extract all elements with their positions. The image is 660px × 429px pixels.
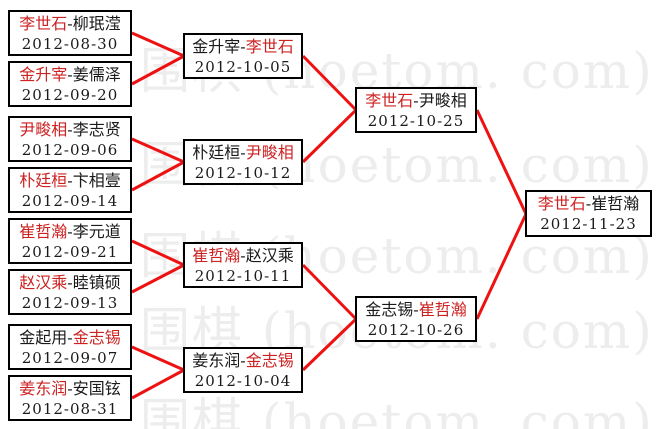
vs-dash: -	[67, 65, 73, 84]
match-box-semifinal-1: 李世石-尹畯相 2012-10-25	[355, 87, 477, 133]
player-name: 金起用	[19, 328, 68, 347]
player-name: 金志锡	[72, 328, 121, 347]
match-box-round1-6: 赵汉乘-睦镇硕 2012-09-13	[8, 269, 132, 315]
vs-dash: -	[585, 194, 592, 213]
player-name: 尹畯相	[19, 120, 68, 139]
match-date: 2012-09-13	[21, 294, 119, 312]
player-name: 卞相壹	[72, 171, 121, 190]
match-date: 2012-10-12	[194, 164, 292, 182]
player-name: 李世石	[19, 14, 68, 33]
player-name: 赵汉乘	[245, 246, 294, 265]
vs-dash: -	[67, 379, 73, 398]
vs-dash: -	[240, 246, 246, 265]
match-date: 2012-10-05	[194, 58, 292, 76]
match-box-round1-1: 李世石-柳珉滢 2012-08-30	[8, 10, 132, 56]
player-name: 李世石	[245, 37, 294, 56]
match-players: 朴廷桓-尹畯相	[185, 142, 301, 163]
match-box-round1-4: 朴廷桓-卞相壹 2012-09-14	[8, 167, 132, 213]
vs-dash: -	[240, 143, 246, 162]
player-name: 金志锡	[365, 300, 414, 319]
match-date: 2012-11-23	[540, 215, 637, 233]
match-box-round2-4: 姜东润-金志锡 2012-10-04	[183, 347, 303, 393]
vs-dash: -	[67, 273, 73, 292]
match-players: 朴廷桓-卞相壹	[10, 170, 130, 191]
player-name: 崔哲瀚	[19, 222, 68, 241]
vs-dash: -	[240, 37, 246, 56]
match-date: 2012-09-07	[21, 349, 119, 367]
player-name: 姜东润	[19, 379, 68, 398]
match-box-round1-5: 崔哲瀚-李元道 2012-09-21	[8, 218, 132, 264]
match-players: 李世石-柳珉滢	[10, 13, 130, 34]
player-name: 金升宰	[19, 65, 68, 84]
match-date: 2012-10-04	[194, 372, 292, 390]
match-players: 赵汉乘-睦镇硕	[10, 272, 130, 293]
player-name: 睦镇硕	[72, 273, 121, 292]
player-name: 李世石	[365, 91, 414, 110]
match-players: 崔哲瀚-李元道	[10, 221, 130, 242]
match-date: 2012-09-20	[21, 86, 119, 104]
player-name: 金升宰	[192, 37, 241, 56]
match-date: 2012-10-25	[367, 112, 465, 130]
match-players: 李世石-崔哲瀚	[527, 193, 650, 214]
match-players: 金升宰-姜儒泽	[10, 64, 130, 85]
player-name: 朴廷桓	[192, 143, 241, 162]
match-players: 金升宰-李世石	[185, 36, 301, 57]
vs-dash: -	[240, 351, 246, 370]
player-name: 崔哲瀚	[192, 246, 241, 265]
vs-dash: -	[413, 300, 419, 319]
match-box-round1-7: 金起用-金志锡 2012-09-07	[8, 324, 132, 370]
player-name: 赵汉乘	[19, 273, 68, 292]
watermark-text: 围棋 (hoetom. com)	[140, 393, 654, 429]
player-name: 李元道	[72, 222, 121, 241]
match-box-round2-2: 朴廷桓-尹畯相 2012-10-12	[183, 139, 303, 185]
match-date: 2012-09-06	[21, 141, 119, 159]
match-box-round2-3: 崔哲瀚-赵汉乘 2012-10-11	[183, 242, 303, 288]
match-players: 金志锡-崔哲瀚	[357, 299, 475, 320]
vs-dash: -	[67, 171, 73, 190]
match-box-round1-3: 尹畯相-李志贤 2012-09-06	[8, 116, 132, 162]
match-box-final: 李世石-崔哲瀚 2012-11-23	[525, 190, 652, 237]
match-players: 姜东润-安国铉	[10, 378, 130, 399]
match-date: 2012-08-31	[21, 400, 119, 418]
vs-dash: -	[67, 222, 73, 241]
player-name: 李世石	[537, 194, 586, 213]
match-box-round1-2: 金升宰-姜儒泽 2012-09-20	[8, 61, 132, 107]
match-players: 尹畯相-李志贤	[10, 119, 130, 140]
match-players: 李世石-尹畯相	[357, 90, 475, 111]
player-name: 崔哲瀚	[591, 194, 640, 213]
vs-dash: -	[67, 14, 73, 33]
match-date: 2012-09-21	[21, 243, 119, 261]
match-date: 2012-10-11	[194, 267, 292, 285]
player-name: 安国铉	[72, 379, 121, 398]
vs-dash: -	[67, 328, 73, 347]
player-name: 朴廷桓	[19, 171, 68, 190]
match-date: 2012-08-30	[21, 35, 119, 53]
vs-dash: -	[413, 91, 419, 110]
player-name: 柳珉滢	[72, 14, 121, 33]
player-name: 姜儒泽	[72, 65, 121, 84]
player-name: 金志锡	[245, 351, 294, 370]
match-players: 金起用-金志锡	[10, 327, 130, 348]
match-box-round2-1: 金升宰-李世石 2012-10-05	[183, 33, 303, 79]
match-box-round1-8: 姜东润-安国铉 2012-08-31	[8, 375, 132, 421]
player-name: 李志贤	[72, 120, 121, 139]
vs-dash: -	[67, 120, 73, 139]
player-name: 尹畯相	[418, 91, 467, 110]
match-date: 2012-10-26	[367, 321, 465, 339]
match-date: 2012-09-14	[21, 192, 119, 210]
match-players: 姜东润-金志锡	[185, 350, 301, 371]
match-box-semifinal-2: 金志锡-崔哲瀚 2012-10-26	[355, 296, 477, 342]
player-name: 尹畯相	[245, 143, 294, 162]
player-name: 姜东润	[192, 351, 241, 370]
player-name: 崔哲瀚	[418, 300, 467, 319]
match-players: 崔哲瀚-赵汉乘	[185, 245, 301, 266]
